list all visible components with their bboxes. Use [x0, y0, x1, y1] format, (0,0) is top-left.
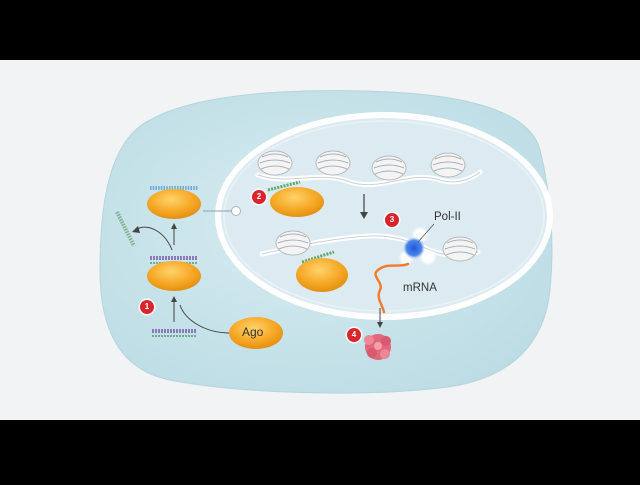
guide-rna-bound — [267, 180, 301, 192]
pol-ii-label: Pol-II — [434, 211, 461, 223]
bottom-black-bar — [0, 420, 640, 480]
duplex-arrow-head — [171, 296, 177, 302]
chromatin-strand-upper-shade — [257, 171, 481, 186]
nucleus — [215, 112, 553, 320]
step-marker-2: 2 — [252, 190, 266, 204]
step-marker-3: 3 — [385, 213, 399, 227]
ago-protein-duplex — [147, 261, 201, 291]
nucleosome-3 — [371, 155, 407, 181]
export-arrow-head — [377, 322, 383, 328]
nucleosome-2 — [315, 150, 351, 176]
nuclear-pore — [231, 206, 241, 216]
release-arrow-head — [132, 226, 140, 233]
pol-ii-pointer — [417, 223, 435, 243]
ago-label: Ago — [242, 325, 264, 339]
mrna-strand — [374, 262, 410, 314]
ago-protein-nuclear-lower — [296, 258, 348, 292]
step-marker-4: 4 — [347, 328, 361, 342]
nuclear-arrow-head — [360, 212, 368, 219]
top-black-bar — [0, 0, 640, 60]
step-marker-1: 1 — [140, 300, 154, 314]
ago-protein-free — [229, 317, 283, 349]
guide-rna-lower — [301, 250, 335, 264]
loading-arrow-head — [171, 223, 177, 229]
degraded-rna — [364, 334, 391, 360]
nucleosome-6 — [442, 236, 478, 262]
ago-protein-loaded — [147, 189, 201, 219]
mrna-label: mRNA — [403, 282, 437, 294]
ago-protein-nuclear — [270, 187, 324, 217]
nucleosome-4 — [430, 152, 466, 178]
nucleosome-1 — [257, 150, 293, 176]
released-passenger-strand — [115, 211, 136, 247]
ago-recruit-arrow — [179, 304, 231, 334]
nucleosome-5 — [275, 230, 311, 256]
pol-ii-complex — [400, 228, 435, 264]
